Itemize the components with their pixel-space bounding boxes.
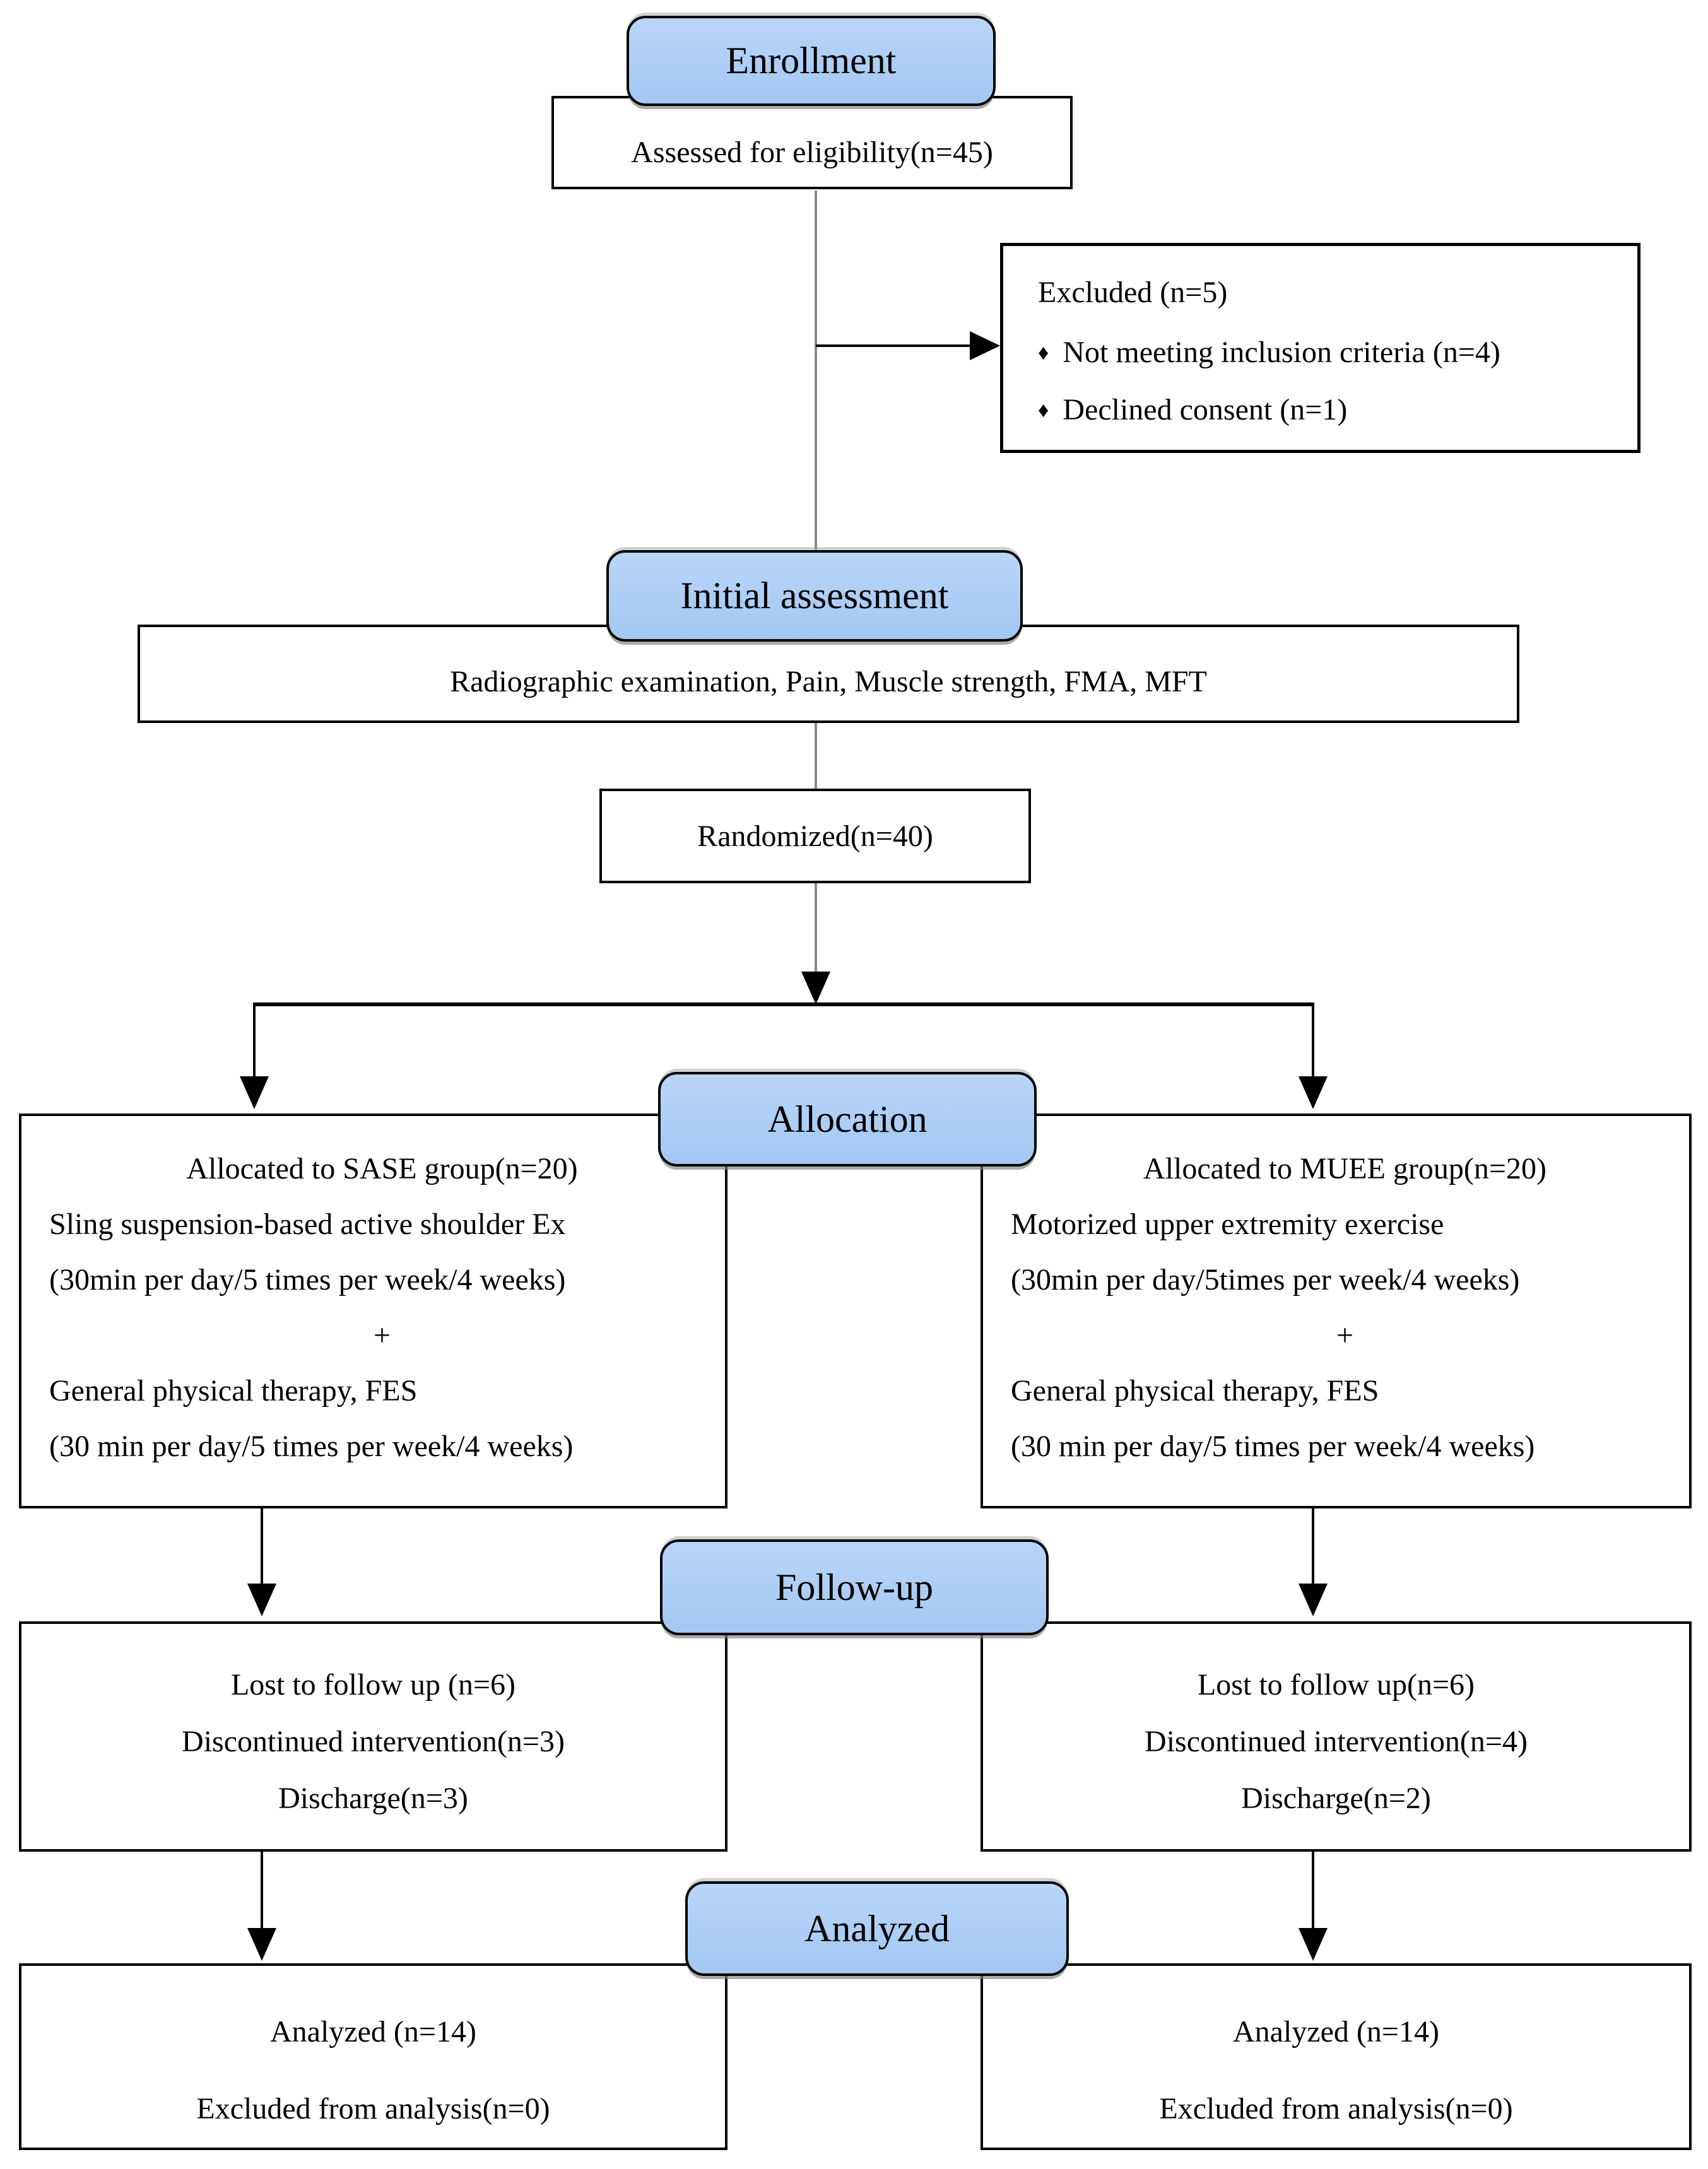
analyzed-sase-count: Analyzed (n=14) [270, 2015, 476, 2048]
branch-left-line [253, 1005, 256, 1078]
excluded-item-row: ♦ Not meeting inclusion criteria (n=4) [1038, 335, 1622, 370]
stage-label-followup: Follow-up [775, 1566, 934, 1608]
excluded-item-text: Declined consent (n=1) [1063, 393, 1348, 426]
muee-intervention: Motorized upper extremity exercise [1011, 1208, 1444, 1241]
followup-muee-lost: Lost to follow up(n=6) [1197, 1668, 1475, 1702]
arrowhead-analyzed-left [247, 1928, 276, 1961]
diamond-bullet-icon: ♦ [1038, 341, 1049, 365]
muee-plus: + [1336, 1319, 1354, 1352]
allocation-muee-box: Allocated to MUEE group(n=20) Motorized … [981, 1114, 1692, 1508]
stage-label-initial-assessment: Initial assessment [680, 575, 949, 616]
initial-assessment-detail-text: Radiographic examination, Pain, Muscle s… [450, 664, 1207, 698]
sase-cotherapy-dose: (30 min per day/5 times per week/4 weeks… [49, 1430, 574, 1463]
connector-to-excluded [816, 344, 974, 347]
excluded-item-row: ♦ Declined consent (n=1) [1038, 392, 1622, 427]
muee-dose: (30min per day/5times per week/4 weeks) [1011, 1263, 1520, 1296]
randomized-box: Randomized(n=40) [599, 789, 1031, 883]
excluded-box: Excluded (n=5) ♦ Not meeting inclusion c… [1000, 243, 1640, 453]
sase-intervention: Sling suspension-based active shoulder E… [49, 1208, 566, 1241]
stage-badge-initial-assessment: Initial assessment [606, 550, 1023, 642]
diamond-bullet-icon: ♦ [1038, 399, 1049, 422]
assessed-box: Assessed for eligibility(n=45) [551, 96, 1073, 189]
allocation-sase-box: Allocated to SASE group(n=20) Sling susp… [19, 1114, 727, 1508]
analyzed-muee-count: Analyzed (n=14) [1233, 2015, 1439, 2048]
arrowhead-followup-right [1299, 1584, 1328, 1616]
randomized-text: Randomized(n=40) [697, 819, 933, 853]
stage-label-enrollment: Enrollment [726, 40, 897, 81]
stage-badge-followup: Follow-up [660, 1539, 1049, 1635]
connector-assessed-to-initial [815, 191, 817, 550]
sase-cotherapy: General physical therapy, FES [49, 1374, 418, 1408]
analyzed-sase-excluded: Excluded from analysis(n=0) [196, 2092, 550, 2125]
connector-alloc-to-followup-left [261, 1508, 263, 1585]
analyzed-muee-excluded: Excluded from analysis(n=0) [1159, 2092, 1513, 2125]
stage-label-analyzed: Analyzed [804, 1907, 950, 1949]
arrowhead-split [801, 972, 830, 1004]
sase-plus: + [373, 1319, 391, 1352]
muee-cotherapy-dose: (30 min per day/5 times per week/4 weeks… [1011, 1430, 1535, 1463]
arrowhead-followup-left [247, 1584, 276, 1616]
connector-randomized-to-split [815, 883, 817, 977]
stage-label-allocation: Allocation [767, 1098, 928, 1140]
stage-badge-analyzed: Analyzed [685, 1881, 1069, 1976]
stage-badge-allocation: Allocation [658, 1072, 1037, 1167]
connector-followup-to-analyzed-right [1312, 1852, 1314, 1929]
followup-sase-lost: Lost to follow up (n=6) [230, 1668, 516, 1702]
stage-badge-enrollment: Enrollment [627, 16, 996, 106]
excluded-title: Excluded (n=5) [1038, 276, 1228, 309]
arrowhead-alloc-right [1299, 1076, 1328, 1109]
sase-dose: (30min per day/5 times per week/4 weeks) [49, 1263, 566, 1296]
followup-muee-discontinued: Discontinued intervention(n=4) [1145, 1725, 1528, 1758]
arrowhead-excluded [970, 331, 1000, 360]
assessed-text: Assessed for eligibility(n=45) [631, 135, 993, 169]
branch-right-line [1312, 1005, 1314, 1078]
muee-cotherapy: General physical therapy, FES [1011, 1374, 1379, 1408]
connector-detail-to-randomized [815, 723, 817, 790]
muee-title: Allocated to MUEE group(n=20) [1143, 1152, 1546, 1185]
followup-sase-discontinued: Discontinued intervention(n=3) [182, 1725, 565, 1758]
analyzed-muee-box: Analyzed (n=14) Excluded from analysis(n… [981, 1963, 1692, 2150]
followup-muee-box: Lost to follow up(n=6) Discontinued inte… [981, 1621, 1692, 1852]
followup-sase-discharge: Discharge(n=3) [278, 1782, 468, 1815]
excluded-item-text: Not meeting inclusion criteria (n=4) [1063, 336, 1500, 369]
arrowhead-analyzed-right [1299, 1928, 1328, 1961]
followup-muee-discharge: Discharge(n=2) [1241, 1782, 1431, 1815]
arrowhead-alloc-left [240, 1076, 269, 1109]
analyzed-sase-box: Analyzed (n=14) Excluded from analysis(n… [19, 1963, 727, 2150]
connector-alloc-to-followup-right [1312, 1508, 1314, 1585]
connector-followup-to-analyzed-left [261, 1852, 263, 1929]
followup-sase-box: Lost to follow up (n=6) Discontinued int… [19, 1621, 727, 1852]
split-line [253, 1002, 1314, 1006]
sase-title: Allocated to SASE group(n=20) [186, 1152, 578, 1185]
